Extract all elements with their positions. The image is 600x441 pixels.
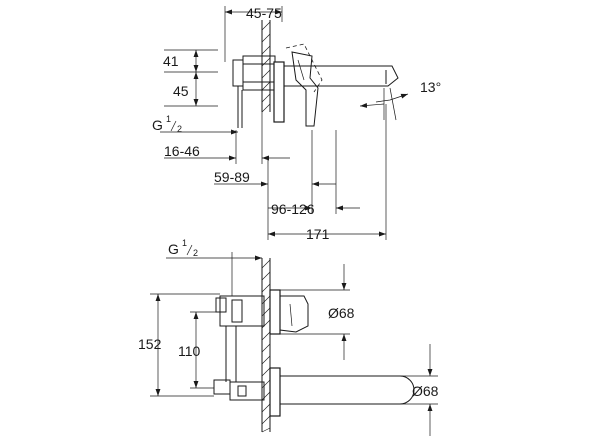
thread-label-front: G 1 2 (168, 238, 198, 258)
dim-wall-depth-label: 45-75 (246, 5, 282, 21)
lever-swing-outline (285, 43, 323, 93)
dim-body-height-label: 45 (173, 83, 189, 99)
front-dimension-lines (150, 252, 438, 436)
thread-num-side: 1 (166, 114, 171, 124)
dim-center-distance-label: 110 (178, 343, 201, 359)
dim-handle-reach-label: 96-126 (271, 201, 315, 217)
angle-label: 13° (420, 79, 441, 95)
dim-body-offset-label: 59-89 (214, 169, 250, 185)
thread-den-side: 2 (177, 124, 182, 134)
thread-g-side: G (152, 117, 163, 133)
mixer-body-front (213, 295, 265, 401)
dim-lever-height-label: 41 (163, 53, 179, 69)
thread-label-side: G 1 2 (152, 114, 182, 134)
wall-front (261, 258, 271, 433)
angle-indicator (359, 87, 409, 121)
dim-plate-upper-label: Ø68 (328, 305, 355, 321)
front-view: G 1 2 152 110 Ø68 Ø68 (138, 238, 439, 436)
lower-plate-spout-front (269, 367, 415, 417)
wall-side (261, 20, 271, 113)
upper-plate-lever-front (269, 289, 309, 335)
side-dimension-lines (160, 6, 387, 240)
dim-total-height-label: 152 (138, 336, 162, 352)
lever-side (291, 51, 319, 127)
spout-side (283, 65, 399, 87)
side-view: 13° (152, 5, 441, 242)
mixer-body-side (232, 55, 285, 128)
dim-cover-label: 16-46 (164, 143, 200, 159)
thread-den-front: 2 (193, 248, 198, 258)
thread-g-front: G (168, 241, 179, 257)
dim-spout-length-label: 171 (306, 226, 330, 242)
dim-plate-lower-label: Ø68 (412, 383, 439, 399)
thread-num-front: 1 (182, 238, 187, 248)
